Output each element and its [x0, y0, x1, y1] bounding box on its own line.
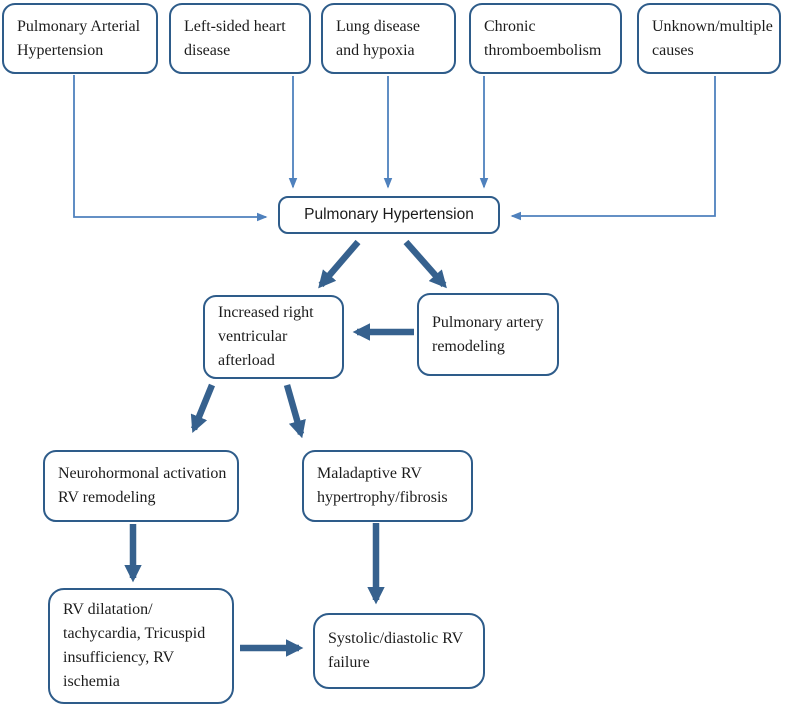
node-label-line: Pulmonary Hypertension: [304, 206, 474, 223]
node-label-line: Systolic/diastolic RV: [328, 630, 464, 647]
node-label-line: Left-sided heart: [184, 17, 286, 35]
node-label-line: Maladaptive RV: [317, 465, 422, 482]
node-label-line: insufficiency, RV: [63, 649, 175, 666]
node-label-line: Hypertension: [17, 41, 104, 59]
node-label-line: and hypoxia: [336, 41, 415, 59]
node-maladaptive-rv-hypertrophy-fibrosis: Maladaptive RV hypertrophy/fibrosis: [302, 450, 473, 522]
node-left-sided-heart-disease: Left-sided heart disease: [169, 3, 311, 74]
node-label-line: disease: [184, 41, 231, 59]
node-label-line: failure: [328, 654, 370, 671]
node-label-line: Pulmonary Arterial: [17, 17, 141, 35]
arrow-irva-to-nha: [190, 383, 216, 434]
node-label-line: ischemia: [63, 673, 120, 690]
node-label-line: Lung disease: [336, 17, 420, 35]
node-label-line: afterload: [218, 352, 275, 369]
arrow-ph-to-par: [403, 239, 447, 289]
node-unknown-multiple-causes: Unknown/multiple causes: [637, 3, 781, 74]
node-neurohormonal-activation-rv-remodeling: Neurohormonal activation RV remodeling: [43, 450, 239, 522]
node-label-line: RV remodeling: [58, 489, 156, 506]
node-label-line: hypertrophy/fibrosis: [317, 489, 448, 506]
node-label-line: remodeling: [432, 337, 505, 355]
arrow-ph-to-irva: [318, 239, 361, 289]
arrow-pah-to-ph: [73, 75, 268, 222]
node-label-line: ventricular: [218, 328, 288, 345]
node-pulmonary-arterial-hypertension: Pulmonary Arterial Hypertension: [2, 3, 158, 74]
node-pulmonary-hypertension: Pulmonary Hypertension: [278, 196, 500, 234]
node-label-line: RV dilatation/: [63, 601, 153, 618]
node-chronic-thromboembolism: Chronic thromboembolism: [469, 3, 622, 74]
node-label-line: causes: [652, 41, 694, 59]
arrow-umc-to-ph: [510, 76, 716, 221]
node-lung-disease-and-hypoxia: Lung disease and hypoxia: [321, 3, 456, 74]
node-label-line: Neurohormonal activation: [58, 465, 227, 482]
node-label-line: Increased right: [218, 304, 314, 321]
arrow-irva-to-mrh: [283, 384, 306, 439]
node-label-line: tachycardia, Tricuspid: [63, 625, 206, 642]
node-pulmonary-artery-remodeling: Pulmonary artery remodeling: [417, 293, 559, 376]
node-label-line: Unknown/multiple: [652, 17, 773, 35]
node-label-line: Chronic: [484, 17, 536, 35]
node-label-line: thromboembolism: [484, 41, 602, 59]
node-label-line: Pulmonary artery: [432, 313, 544, 331]
node-increased-rv-afterload: Increased right ventricular afterload: [203, 295, 344, 379]
node-rv-dilatation-tachycardia-ischemia: RV dilatation/ tachycardia, Tricuspid in…: [48, 588, 234, 704]
node-systolic-diastolic-rv-failure: Systolic/diastolic RV failure: [313, 613, 485, 689]
